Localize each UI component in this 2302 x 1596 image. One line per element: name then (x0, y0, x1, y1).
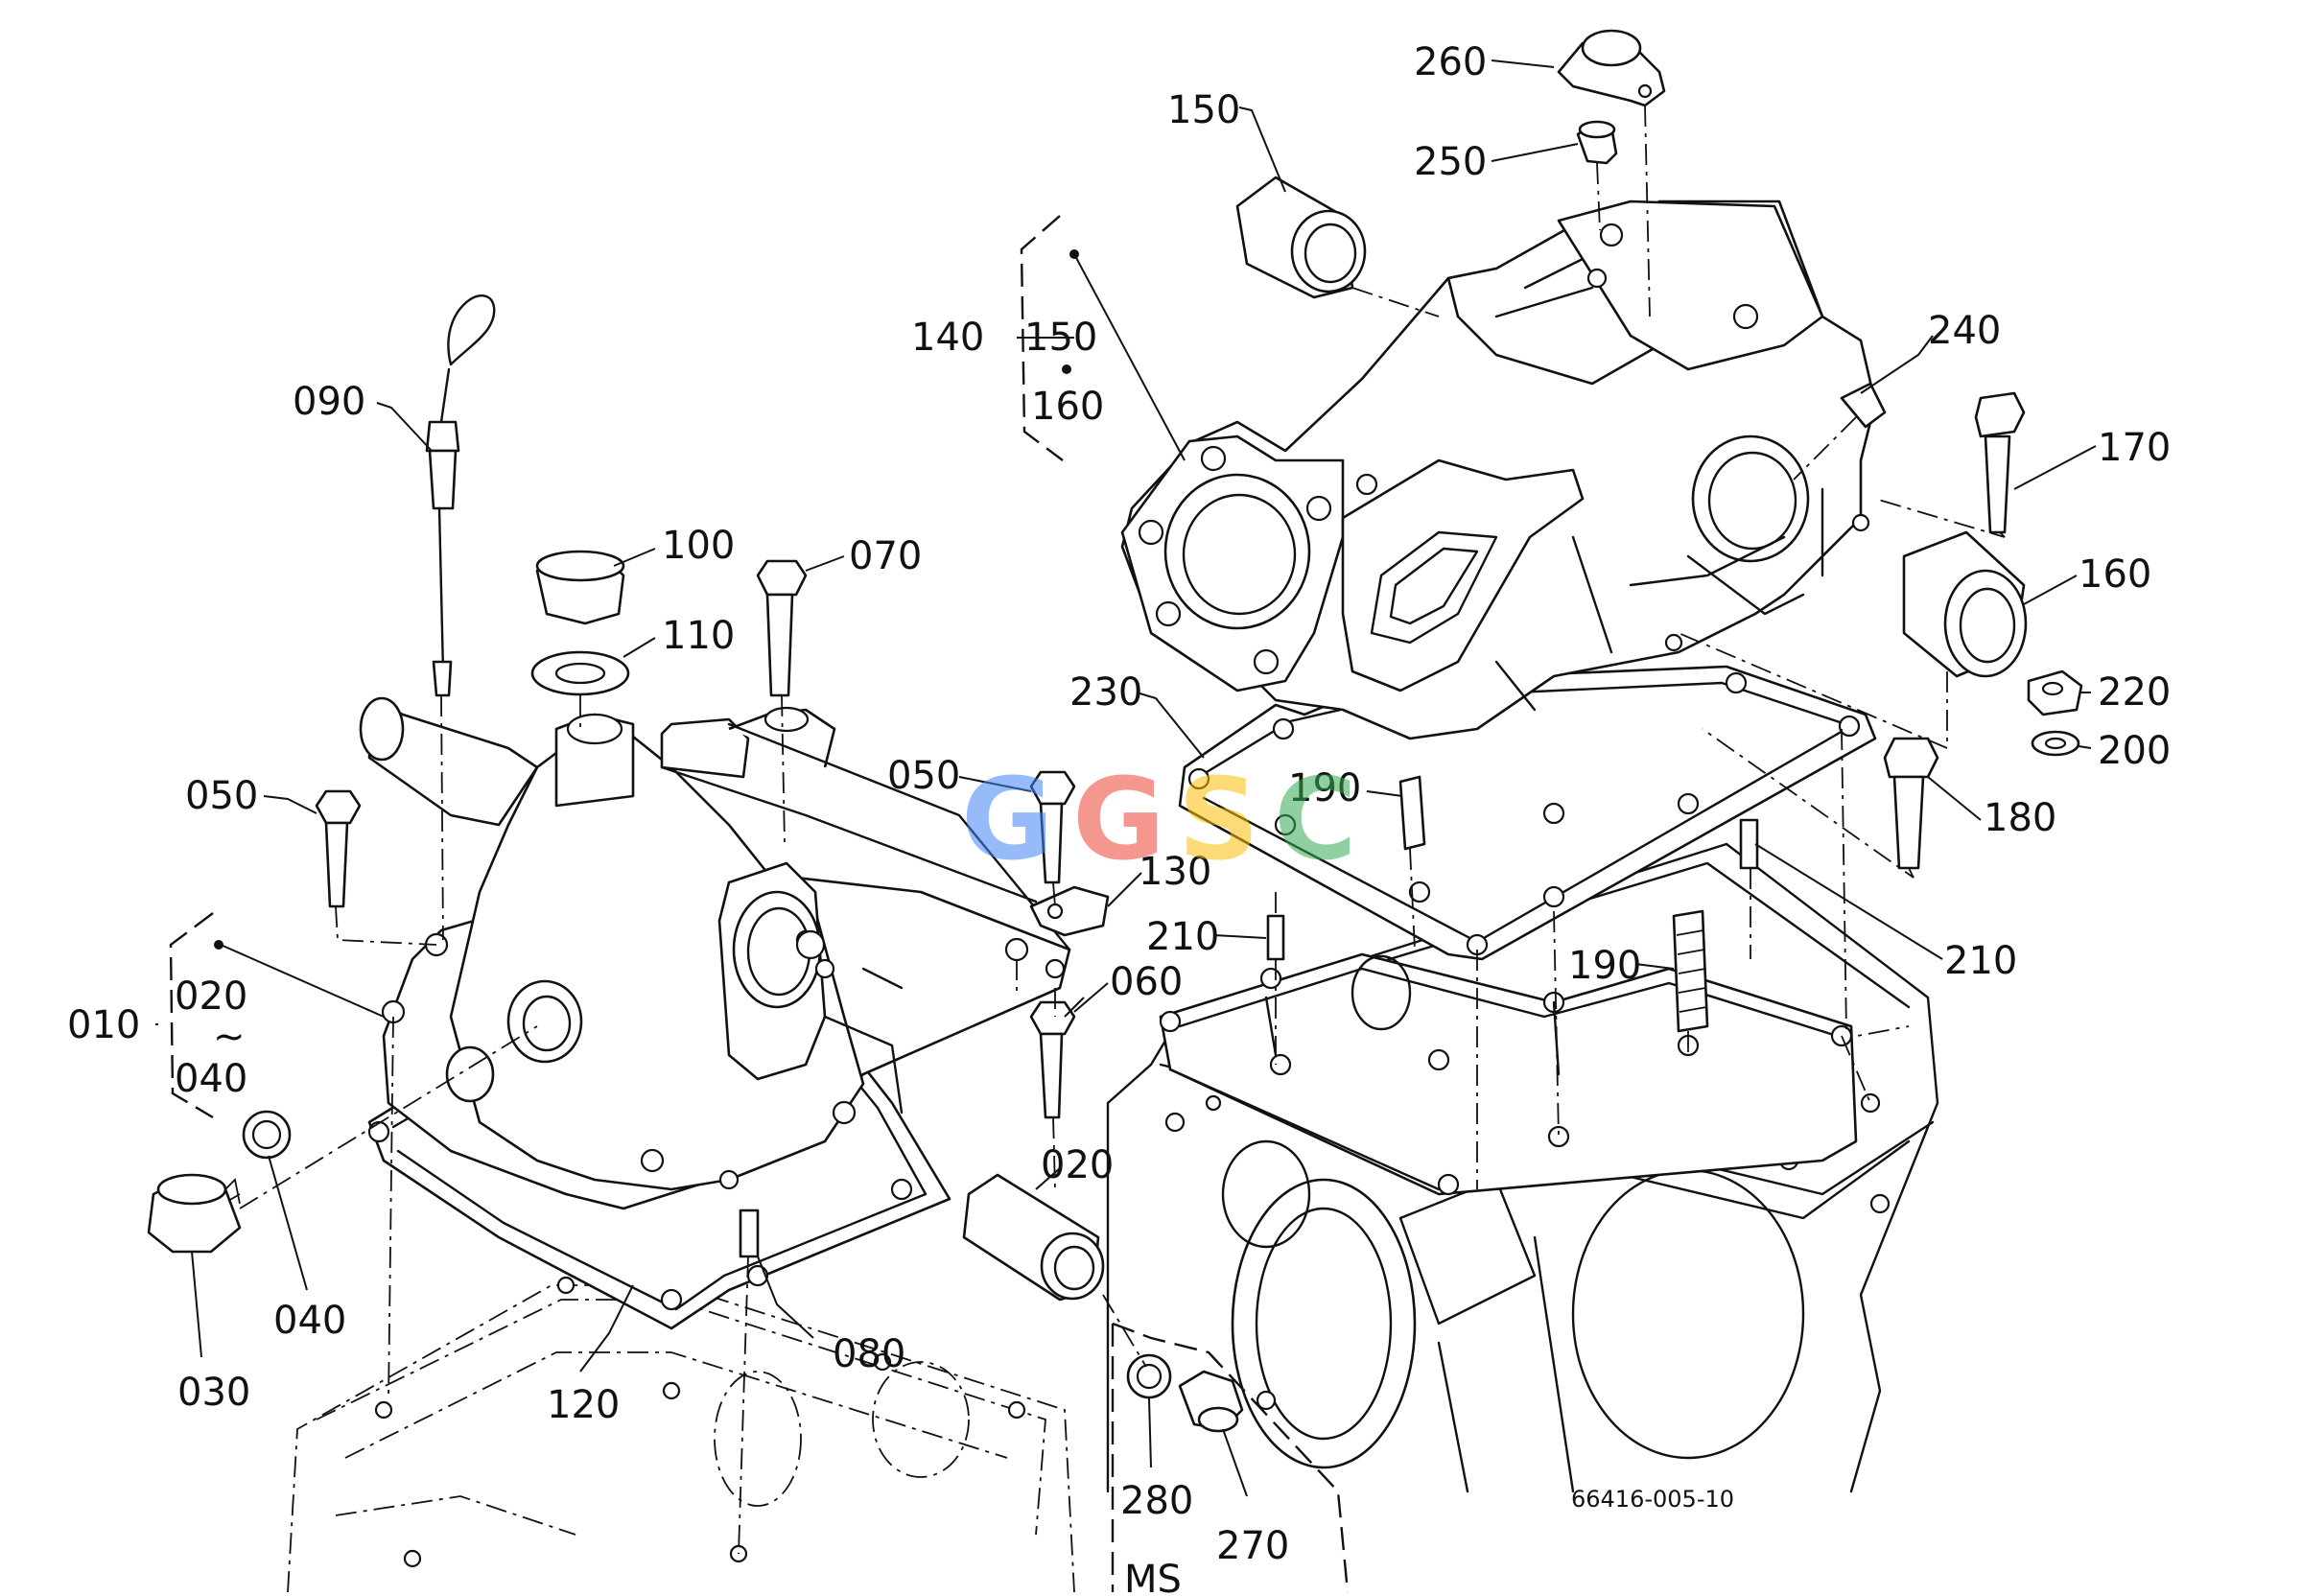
part-200-washer (2031, 730, 2080, 757)
callout-010: 010 (67, 1003, 140, 1047)
group-range-tilde: ~ (213, 1015, 246, 1059)
part-020-bushing (962, 1173, 1105, 1302)
callout-labels: 260 250 150 140 150 160 240 170 160 220 … (67, 40, 2171, 1596)
callout-180: 180 (1984, 796, 2056, 840)
leader-lines (155, 59, 2097, 1497)
figure-code: 66416-005-10 (1571, 1486, 1734, 1513)
part-030-plug (147, 1173, 242, 1254)
group-bracket-ms (1111, 1322, 1350, 1593)
callout-230: 230 (1069, 670, 1142, 715)
callout-250: 250 (1414, 140, 1487, 184)
callout-280: 280 (1120, 1479, 1193, 1523)
part-270-plug (1178, 1370, 1244, 1433)
part-080-pin (739, 1209, 760, 1258)
watermark-logo: G G S C (961, 753, 1357, 885)
callout-170: 170 (2098, 426, 2171, 470)
callout-130: 130 (1139, 850, 1211, 894)
part-210-pin-upper (1266, 914, 1285, 961)
callout-260: 260 (1414, 40, 1487, 84)
callout-160-group: 160 (1031, 385, 1104, 429)
part-210-pin-right (1739, 818, 1759, 870)
callout-200: 200 (2098, 729, 2171, 773)
assembly-lines (239, 105, 2006, 1555)
callout-090: 090 (293, 380, 365, 424)
part-180-bolt (1883, 737, 1939, 870)
part-260-cover (1557, 29, 1666, 107)
part-070-bolt (756, 559, 808, 697)
callout-270: 270 (1216, 1524, 1289, 1568)
callout-240: 240 (1928, 309, 2001, 353)
part-240-plug (1840, 382, 1887, 429)
callout-080: 080 (833, 1332, 905, 1376)
callout-210-top: 210 (1146, 915, 1219, 959)
case-upper-face-right (1159, 952, 1858, 1196)
hydraulic-housing-140 (1120, 200, 1877, 740)
callout-190-top: 190 (1288, 766, 1361, 810)
callout-150-group: 150 (1024, 316, 1097, 360)
hydraulic-housing-010 (359, 696, 1071, 1210)
callout-040: 040 (273, 1299, 346, 1343)
callout-190: 190 (1568, 944, 1641, 988)
transmission-case-left-outline (287, 1276, 1075, 1593)
watermark-letter-3: S (1178, 753, 1259, 885)
callout-140: 140 (911, 316, 984, 360)
part-040-oring (242, 1110, 292, 1160)
part-110-washer (530, 650, 630, 696)
part-150-sleeve (1235, 176, 1367, 299)
callout-070: 070 (849, 534, 922, 578)
part-280-washer (1126, 1353, 1172, 1399)
gasket-230 (1178, 665, 1877, 961)
callout-150-top: 150 (1167, 88, 1240, 132)
callout-020: 020 (1041, 1143, 1114, 1187)
part-130-clip (1029, 885, 1110, 937)
part-100-cap (535, 550, 625, 625)
watermark-letter-1: G (961, 753, 1054, 885)
callout-060: 060 (1110, 960, 1183, 1004)
watermark-letter-4: C (1274, 753, 1357, 885)
part-190-stud-upper (1398, 775, 1426, 851)
callout-100: 100 (662, 524, 735, 568)
part-050-bolt-left (315, 789, 362, 908)
callout-110: 110 (662, 614, 735, 658)
group-bracket-140 (1020, 215, 1079, 461)
callout-120: 120 (547, 1383, 620, 1427)
callout-020-group: 020 (175, 974, 247, 1019)
callout-050-left: 050 (185, 774, 258, 818)
callout-030: 030 (177, 1371, 250, 1415)
part-220-nut (2027, 669, 2083, 716)
callout-210: 210 (1944, 939, 2017, 983)
part-050-bolt-right (1029, 770, 1076, 884)
group-bracket-010 (169, 912, 223, 1119)
watermark-letter-2: G (1072, 753, 1165, 885)
callout-220: 220 (2098, 670, 2171, 715)
callout-050-right: 050 (887, 754, 960, 798)
part-190-stud-lower (1672, 909, 1709, 1033)
part-170-bolt (1974, 391, 2026, 534)
part-090-dipstick (425, 294, 496, 697)
variant-label-ms: MS (1124, 1558, 1182, 1596)
callout-160: 160 (2079, 552, 2151, 597)
callout-040-group: 040 (175, 1057, 247, 1101)
part-250-plug (1576, 120, 1618, 165)
part-060-bolt (1029, 1000, 1076, 1119)
part-160-sleeve (1902, 530, 2028, 678)
